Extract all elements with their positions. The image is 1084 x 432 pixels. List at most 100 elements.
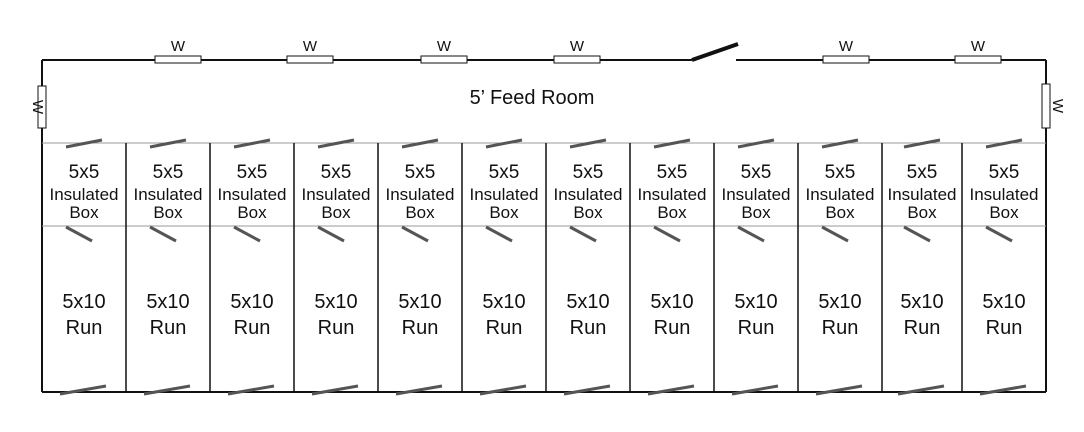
box-size: 5x5 bbox=[321, 162, 352, 183]
run-exterior-door bbox=[395, 384, 443, 396]
box-label: Insulated bbox=[806, 185, 875, 204]
window-icon bbox=[1041, 83, 1051, 129]
run-label: Run bbox=[654, 317, 691, 339]
box-door bbox=[569, 138, 607, 149]
run-door bbox=[653, 225, 681, 243]
box-door bbox=[485, 138, 523, 149]
window-icon bbox=[553, 55, 601, 64]
run-door bbox=[821, 225, 849, 243]
run-size: 5x10 bbox=[566, 291, 609, 313]
window-icon bbox=[37, 85, 47, 129]
box-label: Insulated bbox=[302, 185, 371, 204]
window-label: W bbox=[570, 38, 585, 55]
run-door bbox=[401, 225, 429, 243]
run-label: Run bbox=[904, 317, 941, 339]
box-door bbox=[737, 138, 775, 149]
run-exterior-door bbox=[731, 384, 779, 396]
box-label: Insulated bbox=[554, 185, 623, 204]
run-exterior-door bbox=[311, 384, 359, 396]
box-size: 5x5 bbox=[907, 162, 938, 183]
box-door bbox=[821, 138, 859, 149]
run-size: 5x10 bbox=[62, 291, 105, 313]
window-label: W bbox=[839, 38, 854, 55]
box-label: Insulated bbox=[970, 185, 1039, 204]
box-door bbox=[653, 138, 691, 149]
run-size: 5x10 bbox=[982, 291, 1025, 313]
run-door bbox=[485, 225, 513, 243]
run-size: 5x10 bbox=[230, 291, 273, 313]
window-label: W bbox=[1049, 99, 1066, 114]
run-label: Run bbox=[66, 317, 103, 339]
box-size: 5x5 bbox=[741, 162, 772, 183]
run-label: Run bbox=[738, 317, 775, 339]
box-label: Insulated bbox=[134, 185, 203, 204]
box-size: 5x5 bbox=[489, 162, 520, 183]
box-label: Box bbox=[489, 203, 519, 222]
box-label: Insulated bbox=[50, 185, 119, 204]
run-label: Run bbox=[402, 317, 439, 339]
window-icon bbox=[286, 55, 334, 64]
run-label: Run bbox=[986, 317, 1023, 339]
box-door bbox=[401, 138, 439, 149]
run-exterior-door bbox=[563, 384, 611, 396]
box-label: Box bbox=[237, 203, 267, 222]
run-exterior-door bbox=[59, 384, 107, 396]
box-label: Insulated bbox=[218, 185, 287, 204]
box-label: Insulated bbox=[638, 185, 707, 204]
run-door bbox=[903, 225, 931, 243]
box-size: 5x5 bbox=[657, 162, 688, 183]
run-label: Run bbox=[486, 317, 523, 339]
window-label: W bbox=[29, 100, 46, 115]
box-label: Box bbox=[405, 203, 435, 222]
box-label: Box bbox=[153, 203, 183, 222]
run-door bbox=[985, 225, 1013, 243]
run-size: 5x10 bbox=[818, 291, 861, 313]
run-door bbox=[569, 225, 597, 243]
box-label: Insulated bbox=[888, 185, 957, 204]
window-label: W bbox=[171, 38, 186, 55]
run-door bbox=[737, 225, 765, 243]
box-door bbox=[65, 138, 103, 149]
run-size: 5x10 bbox=[146, 291, 189, 313]
run-size: 5x10 bbox=[398, 291, 441, 313]
run-size: 5x10 bbox=[734, 291, 777, 313]
run-door bbox=[65, 225, 93, 243]
box-label: Box bbox=[657, 203, 687, 222]
box-size: 5x5 bbox=[989, 162, 1020, 183]
entry-door bbox=[691, 42, 739, 62]
box-size: 5x5 bbox=[825, 162, 856, 183]
window-icon bbox=[154, 55, 202, 64]
window-icon bbox=[420, 55, 468, 64]
box-label: Box bbox=[321, 203, 351, 222]
box-label: Insulated bbox=[386, 185, 455, 204]
run-label: Run bbox=[150, 317, 187, 339]
run-size: 5x10 bbox=[650, 291, 693, 313]
run-exterior-door bbox=[227, 384, 275, 396]
window-label: W bbox=[437, 38, 452, 55]
box-label: Box bbox=[907, 203, 937, 222]
run-label: Run bbox=[318, 317, 355, 339]
box-label: Box bbox=[825, 203, 855, 222]
box-door bbox=[149, 138, 187, 149]
run-size: 5x10 bbox=[314, 291, 357, 313]
box-door bbox=[233, 138, 271, 149]
run-exterior-door bbox=[143, 384, 191, 396]
box-door bbox=[985, 138, 1023, 149]
feed-room-label: 5’ Feed Room bbox=[470, 87, 595, 109]
box-label: Insulated bbox=[470, 185, 539, 204]
box-label: Box bbox=[573, 203, 603, 222]
box-door bbox=[317, 138, 355, 149]
run-door bbox=[149, 225, 177, 243]
box-label: Box bbox=[741, 203, 771, 222]
run-exterior-door bbox=[647, 384, 695, 396]
run-exterior-door bbox=[897, 384, 945, 396]
run-size: 5x10 bbox=[900, 291, 943, 313]
window-label: W bbox=[303, 38, 318, 55]
run-exterior-door bbox=[479, 384, 527, 396]
run-exterior-door bbox=[815, 384, 863, 396]
window-label: W bbox=[971, 38, 986, 55]
run-door bbox=[233, 225, 261, 243]
run-exterior-door bbox=[979, 384, 1027, 396]
box-door bbox=[903, 138, 941, 149]
